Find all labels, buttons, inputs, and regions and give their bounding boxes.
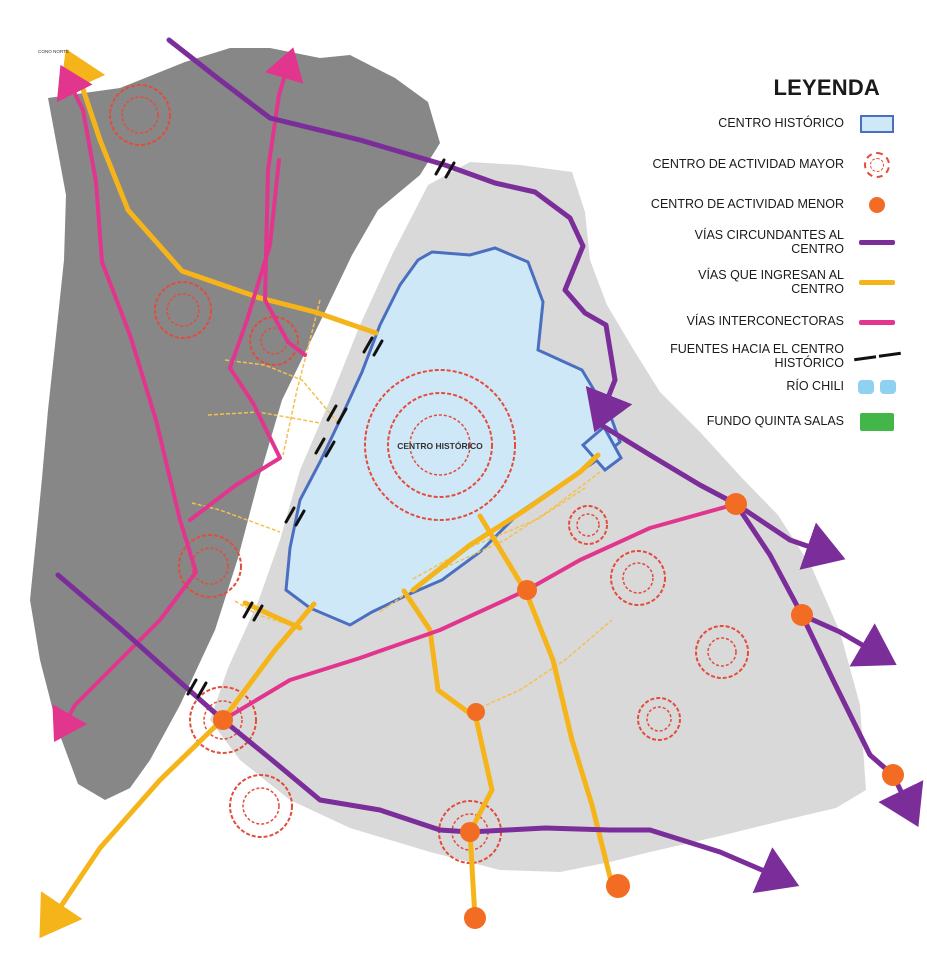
minor-center-east-lower bbox=[882, 764, 904, 786]
legend-label-surrounding-road: VÍAS CIRCUNDANTES AL CENTRO bbox=[694, 228, 844, 256]
legend-label-historic-center: CENTRO HISTÓRICO bbox=[718, 116, 844, 131]
major-center-east-4 bbox=[637, 697, 681, 741]
entering-road-south-2 bbox=[477, 513, 615, 888]
legend-item-surrounding-road: VÍAS CIRCUNDANTES AL CENTRO bbox=[620, 228, 900, 257]
legend-label-connector-road: VÍAS INTERCONECTORAS bbox=[686, 314, 844, 329]
surrounding-road-east-branch bbox=[799, 612, 897, 667]
bridge-4 bbox=[314, 437, 336, 458]
surrounding-road-line-icon bbox=[854, 230, 900, 256]
historic-center-label: CENTRO HISTÓRICO bbox=[397, 440, 483, 451]
entering-road-east bbox=[410, 452, 601, 593]
bridge-5 bbox=[284, 506, 306, 527]
historic-center-ring-middle bbox=[387, 392, 493, 498]
bridge-1 bbox=[434, 158, 456, 179]
connector-road-west-1 bbox=[56, 64, 198, 574]
historic-center-ring-inner bbox=[409, 414, 471, 476]
legend-title: LEYENDA bbox=[773, 75, 880, 100]
entering-road-southwest bbox=[39, 601, 317, 939]
legend-label-river: RÍO CHILI bbox=[786, 379, 844, 394]
entering-road-line-icon bbox=[854, 270, 900, 296]
entering-road-west bbox=[242, 600, 303, 631]
surrounding-road-east bbox=[595, 420, 846, 570]
major-activity-center-icon bbox=[854, 152, 900, 178]
historic-center-extension bbox=[580, 424, 623, 473]
minor-center-east-upper bbox=[725, 493, 747, 515]
bridge-2 bbox=[362, 336, 384, 357]
minor-activity-center-icon bbox=[854, 192, 900, 218]
connector-road-line-icon bbox=[854, 309, 900, 335]
major-center-southwest-1 bbox=[189, 686, 257, 754]
bridge-6 bbox=[242, 601, 264, 622]
legend-item-river: RÍO CHILI bbox=[620, 374, 900, 400]
major-center-west-3 bbox=[178, 534, 242, 598]
north-label: CONO NORTE bbox=[38, 49, 69, 54]
minor-center-east-junction bbox=[517, 580, 537, 600]
major-center-east-1 bbox=[568, 505, 608, 545]
connector-road-east bbox=[221, 502, 738, 722]
minor-center-southwest bbox=[213, 710, 233, 730]
minor-center-east-middle bbox=[791, 604, 813, 626]
historic-center-swatch-icon bbox=[854, 111, 900, 137]
legend-item-minor-activity: CENTRO DE ACTIVIDAD MENOR bbox=[620, 192, 900, 218]
minor-center-south-2 bbox=[460, 822, 480, 842]
major-activity-centers bbox=[109, 84, 749, 864]
surrounding-road-south bbox=[55, 572, 800, 894]
legend-item-entering-road: VÍAS QUE INGRESAN AL CENTRO bbox=[620, 268, 900, 297]
river-icon bbox=[854, 374, 900, 400]
legend-item-farm: FUNDO QUINTA SALAS bbox=[620, 409, 900, 435]
connector-roads bbox=[52, 47, 738, 742]
farm-icon bbox=[854, 409, 900, 435]
west-district-area bbox=[30, 48, 440, 800]
surrounding-roads bbox=[55, 37, 924, 894]
legend-label-minor-activity: CENTRO DE ACTIVIDAD MENOR bbox=[650, 197, 844, 212]
minor-center-south-1 bbox=[467, 703, 485, 721]
historic-center-ring-outer bbox=[364, 369, 516, 521]
base-areas bbox=[30, 48, 866, 872]
minor-center-south-3 bbox=[464, 907, 486, 929]
map-legend: LEYENDA CENTRO HISTÓRICO CENTRO DE ACTIV… bbox=[620, 75, 901, 445]
legend-label-major-activity: CENTRO DE ACTIVIDAD MAYOR bbox=[652, 157, 844, 172]
historic-center-rings: CENTRO HISTÓRICO bbox=[364, 369, 516, 521]
legend-item-historic-center: CENTRO HISTÓRICO bbox=[620, 111, 900, 137]
connector-road-north bbox=[263, 47, 307, 357]
surrounding-road-north bbox=[166, 37, 633, 433]
legend-label-entering-road: VÍAS QUE INGRESAN AL CENTRO bbox=[698, 268, 844, 296]
bridge-3 bbox=[326, 404, 348, 425]
legend-item-major-activity: CENTRO DE ACTIVIDAD MAYOR bbox=[620, 152, 900, 178]
minor-activity-centers bbox=[213, 493, 904, 929]
legend-item-connector-road: VÍAS INTERCONECTORAS bbox=[620, 309, 900, 335]
major-center-southwest-2 bbox=[229, 774, 293, 838]
bridge-7 bbox=[186, 678, 208, 699]
minor-center-south-4 bbox=[606, 874, 630, 898]
legend-item-bridge: FUENTES HACIA EL CENTRO HISTÓRICO bbox=[620, 342, 901, 371]
major-center-east-3 bbox=[695, 625, 749, 679]
connector-road-west-2 bbox=[52, 570, 198, 742]
connector-road-central bbox=[188, 158, 282, 522]
major-center-east-2 bbox=[610, 550, 666, 606]
major-center-west-1 bbox=[154, 281, 212, 339]
major-center-north bbox=[109, 84, 171, 146]
legend-label-farm: FUNDO QUINTA SALAS bbox=[706, 414, 844, 429]
bridges bbox=[186, 158, 456, 699]
legend-label-bridge: FUENTES HACIA EL CENTRO HISTÓRICO bbox=[670, 342, 844, 370]
bridge-icon bbox=[853, 344, 901, 370]
historic-center-area bbox=[284, 246, 622, 627]
